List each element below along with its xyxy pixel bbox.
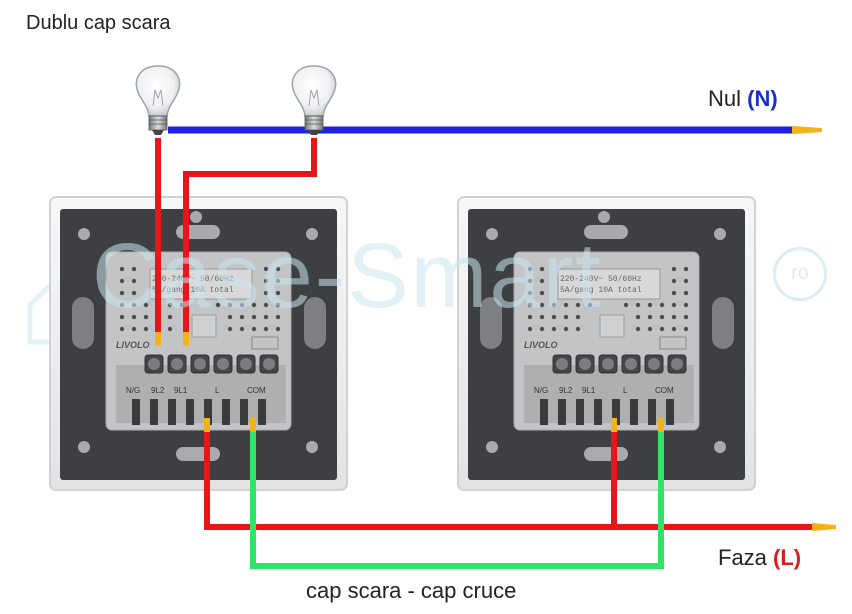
left-switch-terminal-l: L xyxy=(215,386,220,395)
diagram-title: Dublu cap scara xyxy=(26,12,171,34)
right-switch-terminal-ng: N/G xyxy=(534,386,548,395)
phase-code: (L) xyxy=(773,545,802,570)
right-switch-terminal-com: COM xyxy=(655,386,674,395)
neutral-label-text: Nul xyxy=(708,86,742,111)
wire-tip-icon xyxy=(155,126,836,531)
lamp2-phase-wire xyxy=(183,138,317,332)
left-switch-rating-2: 5A/gang 10A total xyxy=(152,286,234,295)
right-switch-terminal-l: L xyxy=(623,386,628,395)
caption: cap scara - cap cruce xyxy=(306,578,517,603)
neutral-label: Nul (N) xyxy=(708,86,778,112)
phase-wire xyxy=(204,430,812,530)
left-switch-brand: LIVOLO xyxy=(116,340,150,350)
right-switch-rating-1: 220-240V~ 50/60Hz xyxy=(560,275,642,284)
left-switch-terminal-l2: 9L2 xyxy=(151,386,165,395)
left-switch: 220-240V~ 50/60Hz 5A/gang 10A total LIVO… xyxy=(49,196,348,491)
neutral-code: (N) xyxy=(747,86,778,111)
bulb-icon xyxy=(291,65,337,136)
watermark-suffix: ro xyxy=(773,247,827,301)
left-switch-rating-1: 220-240V~ 50/60Hz xyxy=(152,275,234,284)
bulb-icon xyxy=(135,65,181,136)
traveler-wire xyxy=(250,430,664,569)
right-switch-brand: LIVOLO xyxy=(524,340,558,350)
phase-label: Faza (L) xyxy=(718,545,801,571)
left-switch-terminal-ng: N/G xyxy=(126,386,140,395)
left-switch-terminal-com: COM xyxy=(247,386,266,395)
phase-label-text: Faza xyxy=(718,545,767,570)
right-switch-rating-2: 5A/gang 10A total xyxy=(560,286,642,295)
left-switch-terminal-l1: 9L1 xyxy=(174,386,188,395)
right-switch-terminal-l1: 9L1 xyxy=(582,386,596,395)
right-switch: 220-240V~ 50/60Hz 5A/gang 10A total LIVO… xyxy=(457,196,756,491)
right-switch-terminal-l2: 9L2 xyxy=(559,386,573,395)
